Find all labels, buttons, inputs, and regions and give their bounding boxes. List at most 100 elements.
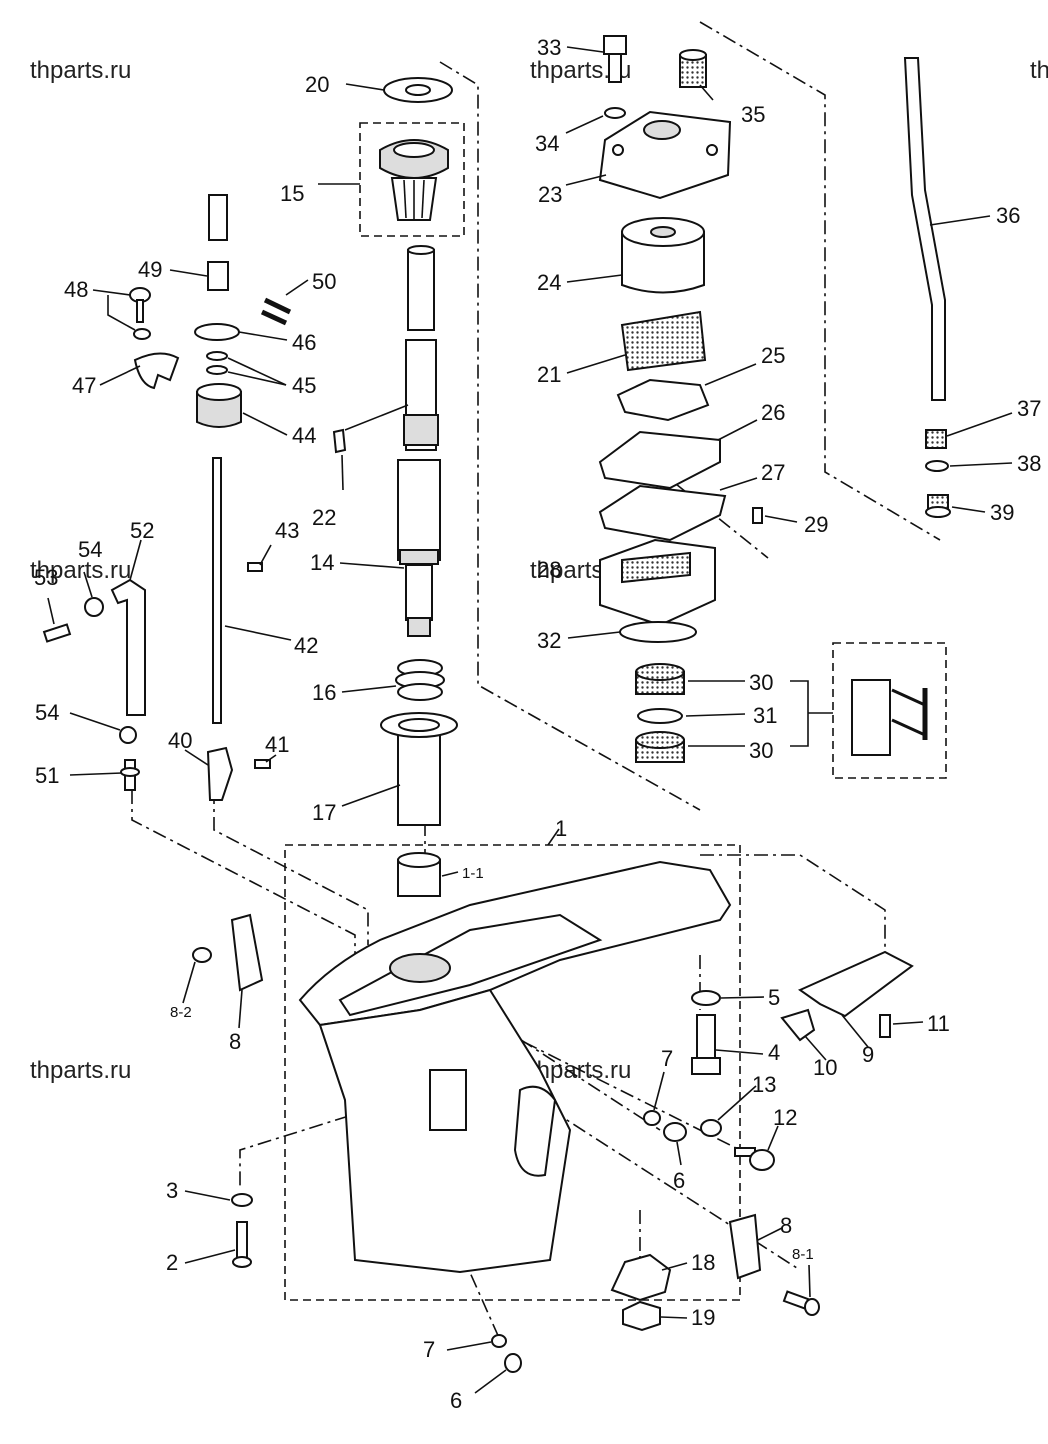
callout-18: 18 [691, 1250, 715, 1275]
bearing-detail-sketch [851, 679, 928, 756]
part-2-bolt [232, 1221, 252, 1268]
watermark-top-left: thparts.ru [30, 57, 131, 84]
callout-8-1: 8-1 [792, 1246, 814, 1263]
callout-8-2: 8-2 [170, 1004, 192, 1021]
leader-lines [47, 46, 1013, 1394]
part-26-wear-plate [598, 430, 721, 490]
part-52-water-tube [110, 578, 146, 716]
part-18-pinion-gear [610, 1253, 672, 1302]
bearing-detail-box [832, 642, 947, 779]
part-8-anode-right [728, 1213, 762, 1280]
callout-40: 40 [168, 728, 192, 753]
part-13-washer [700, 1119, 722, 1137]
part-38-washer [925, 460, 949, 472]
callout-23: 23 [538, 182, 562, 207]
callout-9: 9 [862, 1042, 874, 1067]
callout-39: 39 [990, 500, 1014, 525]
part-24-pump-cup [621, 217, 705, 294]
callout-14: 14 [310, 550, 334, 575]
callout-15: 15 [280, 181, 304, 206]
part-16-spring [395, 659, 445, 701]
callout-45: 45 [292, 373, 316, 398]
part-48-washer [133, 328, 151, 340]
callout-35: 35 [741, 102, 765, 127]
callout-10: 10 [813, 1055, 837, 1080]
callout-54-lower: 54 [35, 700, 59, 725]
callout-5: 5 [768, 985, 780, 1010]
part-50-pins [260, 297, 292, 326]
callout-24: 24 [537, 270, 561, 295]
callout-34: 34 [535, 131, 559, 156]
part-35-grommet [679, 49, 707, 88]
part-54-clamp-lower [119, 726, 137, 744]
part-8-anode-left [230, 913, 264, 992]
callout-44: 44 [292, 423, 316, 448]
part-40-shift-cam [206, 746, 234, 801]
part-43-pin [247, 562, 263, 572]
callout-29: 29 [804, 512, 828, 537]
callout-7-mid: 7 [661, 1046, 673, 1071]
part-20-washer [383, 77, 453, 103]
part-45-seal-lower [206, 365, 228, 375]
part-49-rod-coupler [207, 261, 229, 291]
part-30-bearing-lower [635, 731, 685, 763]
part-10-clip [780, 1008, 816, 1042]
part-34-washer [604, 107, 626, 119]
callout-30-upper: 30 [749, 670, 773, 695]
part-44-rod-boot [196, 383, 242, 428]
callout-22: 22 [312, 505, 336, 530]
callout-3: 3 [166, 1178, 178, 1203]
part-47-retainer-plate [133, 352, 180, 390]
callout-41: 41 [265, 732, 289, 757]
part-41-pin [254, 759, 271, 769]
part-7-washer-bottom [491, 1334, 507, 1348]
callout-31: 31 [753, 703, 777, 728]
part-37-grommet [925, 429, 947, 449]
part-51-nipple [120, 759, 140, 791]
callout-13: 13 [752, 1072, 776, 1097]
part-28-pump-base [599, 538, 716, 627]
callout-52: 52 [130, 518, 154, 543]
part-17-drive-shaft-sleeve [380, 712, 458, 826]
callout-54-upper: 54 [78, 537, 102, 562]
bearing-group-box [359, 122, 465, 237]
part-46-o-ring [194, 323, 240, 341]
part-14-drive-shaft [397, 245, 441, 637]
callout-7-bottom: 7 [423, 1337, 435, 1362]
callout-8-left: 8 [229, 1029, 241, 1054]
part-25-gasket [616, 378, 710, 422]
callout-28: 28 [537, 557, 561, 582]
callout-21: 21 [537, 362, 561, 387]
part-4-bolt [691, 1014, 721, 1075]
part-12-screw [734, 1147, 775, 1171]
part-27-gasket [598, 484, 727, 542]
callout-27: 27 [761, 460, 785, 485]
callout-43: 43 [275, 518, 299, 543]
gearcase-group-box [284, 844, 741, 1301]
part-9-trim-tab-plate [797, 950, 914, 1018]
part-31-washer [637, 708, 683, 724]
callout-12: 12 [773, 1105, 797, 1130]
part-48-bolt [129, 287, 151, 323]
part-6-screw-mid [663, 1122, 687, 1142]
part-22-key [332, 428, 347, 454]
part-30-bearing-upper [635, 663, 685, 695]
gearcase-housing [298, 860, 732, 1274]
part-39-seal [925, 494, 951, 518]
callout-16: 16 [312, 680, 336, 705]
callout-37: 37 [1017, 396, 1041, 421]
shift-rod-top [208, 194, 228, 241]
callout-labels: 20 15 33 35 34 23 36 49 50 48 46 45 47 4… [34, 35, 1041, 1413]
callout-25: 25 [761, 343, 785, 368]
callout-19: 19 [691, 1305, 715, 1330]
part-8-2-nut [192, 947, 212, 963]
callout-33: 33 [537, 35, 561, 60]
part-54-clamp-upper [84, 597, 104, 617]
part-32-o-ring [619, 621, 697, 643]
part-33-bolt [603, 35, 627, 83]
part-19-pinion-nut [622, 1300, 661, 1332]
callout-32: 32 [537, 628, 561, 653]
part-21-impeller [620, 310, 707, 372]
callout-20: 20 [305, 72, 329, 97]
